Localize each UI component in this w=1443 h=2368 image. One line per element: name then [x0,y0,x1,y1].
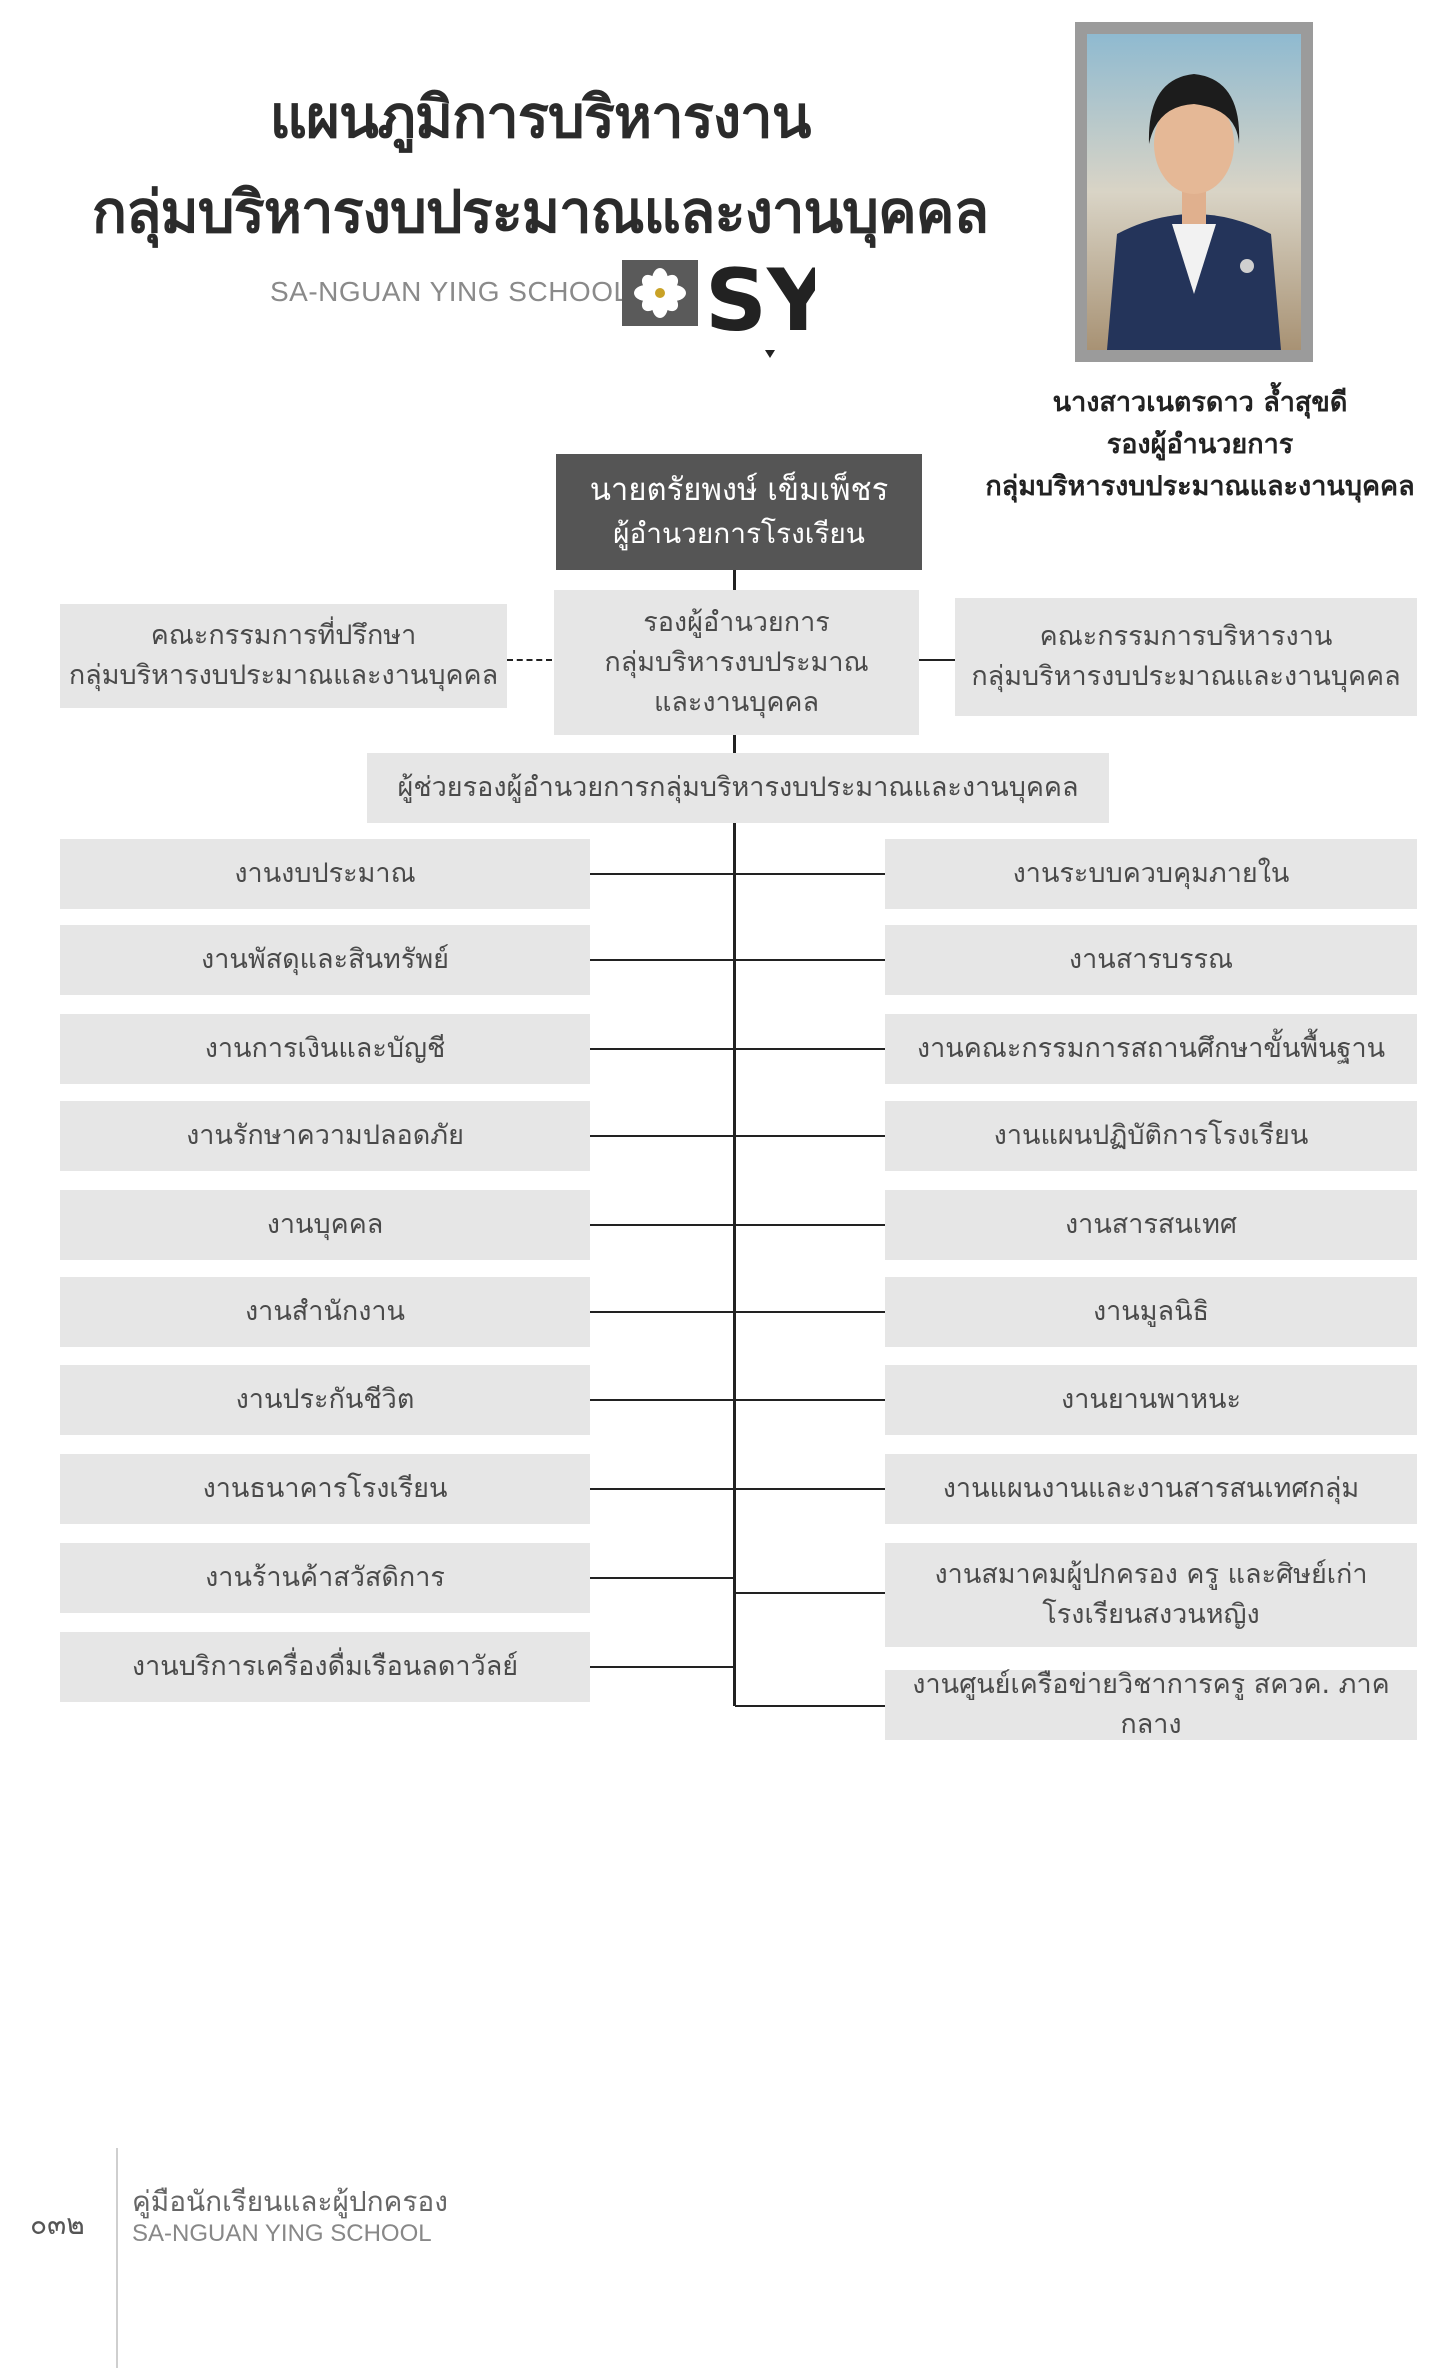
sy-logo-text: SY [705,251,815,351]
deputy-photo [1087,34,1301,350]
left-unit: งานบริการเครื่องดื่มเรือนลดาวัลย์ [60,1632,590,1702]
right-unit-line1: งานสมาคมผู้ปกครอง ครู และศิษย์เก่า [934,1559,1368,1590]
director-box: นายตรัยพงษ์ เข็มเพ็ชร ผู้อำนวยการโรงเรีย… [556,454,922,570]
advisory-line2: กลุ่มบริหารงบประมาณและงานบุคคล [68,660,499,691]
connector-right [735,1224,885,1226]
sy-logo: SY [705,251,815,358]
right-unit: งานระบบควบคุมภายใน [885,839,1417,909]
right-unit: งานแผนปฏิบัติการโรงเรียน [885,1101,1417,1171]
left-unit: งานประกันชีวิต [60,1365,590,1435]
connector-left [590,959,735,961]
right-unit: งานศูนย์เครือข่ายวิชาการครู สควค. ภาคกลา… [885,1669,1417,1740]
committee-line1: คณะกรรมการบริหารงาน [1039,621,1333,652]
deputy-caption: นางสาวเนตรดาว ล้ำสุขดี รองผู้อำนวยการ กล… [960,382,1440,508]
connector-right [735,1399,885,1401]
right-unit: งานมูลนิธิ [885,1277,1417,1347]
left-unit: งานบุคคล [60,1190,590,1260]
footer-school: SA-NGUAN YING SCHOOL [132,2220,432,2247]
connector-left [590,1135,735,1137]
connector-right [735,959,885,961]
right-unit-line2: โรงเรียนสงวนหญิง [1042,1599,1260,1630]
chart-title-line1: แผนภูมิการบริหารงาน [269,83,812,151]
page-number: ๐๓๒ [30,2208,85,2241]
flower-logo [622,260,698,326]
left-unit: งานงบประมาณ [60,839,590,909]
advisory-box: คณะกรรมการที่ปรึกษา กลุ่มบริหารงบประมาณแ… [60,604,507,708]
left-unit: งานการเงินและบัญชี [60,1014,590,1084]
vice-line1: รองผู้อำนวยการ [643,606,830,638]
right-unit: งานสารสนเทศ [885,1190,1417,1260]
connector-right [735,873,885,875]
connector-left [590,1666,735,1668]
right-unit: งานยานพาหนะ [885,1365,1417,1435]
director-name: นายตรัยพงษ์ เข็มเพ็ชร [589,472,889,508]
school-name: SA-NGUAN YING SCHOOL [270,276,630,307]
connector-vice-assistant [733,735,736,753]
right-unit: งานแผนงานและงานสารสนเทศกลุ่ม [885,1454,1417,1524]
connector-right [735,1311,885,1313]
connector-committee [915,659,955,661]
deputy-position: รองผู้อำนวยการ [1106,429,1294,460]
committee-box: คณะกรรมการบริหารงาน กลุ่มบริหารงบประมาณแ… [955,598,1417,716]
connector-right [735,1592,885,1594]
connector-left [590,1311,735,1313]
footer-handbook: คู่มือนักเรียนและผู้ปกครอง [132,2185,448,2218]
connector-left [590,1224,735,1226]
deputy-name: นางสาวเนตรดาว ล้ำสุขดี [1052,387,1348,418]
connector-right [735,1488,885,1490]
connector-right [735,1705,885,1707]
vice-box: รองผู้อำนวยการ กลุ่มบริหารงบประมาณ และงา… [554,590,919,735]
connector-left [590,1048,735,1050]
connector-right [735,1048,885,1050]
right-unit: งานสารบรรณ [885,925,1417,995]
connector-right [735,1135,885,1137]
left-unit: งานสำนักงาน [60,1277,590,1347]
footer-divider [116,2148,118,2368]
director-title: ผู้อำนวยการโรงเรียน [613,517,865,550]
left-unit: งานร้านค้าสวัสดิการ [60,1543,590,1613]
connector-trunk [733,823,736,1706]
committee-line2: กลุ่มบริหารงบประมาณและงานบุคคล [971,661,1401,692]
deputy-photo-frame [1075,22,1313,362]
connector-director-vice [733,570,736,590]
vice-line2: กลุ่มบริหารงบประมาณ [604,646,869,678]
vice-line3: และงานบุคคล [653,686,820,718]
deputy-group: กลุ่มบริหารงบประมาณและงานบุคคล [985,471,1415,502]
right-unit: งานคณะกรรมการสถานศึกษาขั้นพื้นฐาน [885,1014,1417,1084]
chart-title-line2: กลุ่มบริหารงบประมาณและงานบุคคล [91,178,989,246]
left-unit: งานพัสดุและสินทรัพย์ [60,925,590,995]
left-unit: งานธนาคารโรงเรียน [60,1454,590,1524]
flower-icon [634,268,686,318]
connector-advisory [507,659,552,661]
assistant-box: ผู้ช่วยรองผู้อำนวยการกลุ่มบริหารงบประมาณ… [367,753,1109,823]
connector-left [590,1488,735,1490]
connector-left [590,873,735,875]
connector-left [590,1399,735,1401]
right-unit: งานสมาคมผู้ปกครอง ครู และศิษย์เก่า โรงเร… [885,1543,1417,1647]
left-unit: งานรักษาความปลอดภัย [60,1101,590,1171]
advisory-line1: คณะกรรมการที่ปรึกษา [150,620,417,651]
connector-left [590,1577,735,1579]
